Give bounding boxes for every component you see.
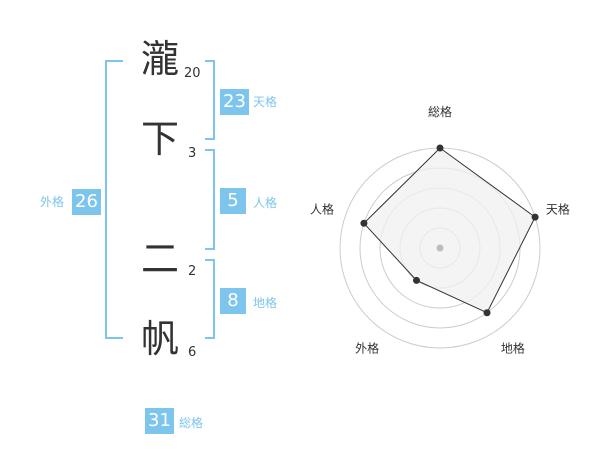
radar-axis-label-5: 人格 bbox=[310, 202, 334, 217]
radar-axis-label-3: 地格 bbox=[501, 340, 525, 355]
radar-point-2 bbox=[531, 213, 539, 221]
chikaku-label: 地格 bbox=[253, 296, 278, 310]
radar-axis-label-1: 総格 bbox=[428, 104, 452, 119]
soukaku-value: 31 bbox=[145, 408, 174, 434]
stroke-count-4: 6 bbox=[188, 345, 197, 360]
name-char-4: 帆 bbox=[140, 317, 179, 361]
gaikaku-value: 26 bbox=[72, 189, 101, 215]
radar-point-4 bbox=[412, 276, 420, 284]
name-char-2: 下 bbox=[140, 117, 179, 161]
tenkaku-value: 23 bbox=[220, 89, 249, 115]
soukaku-label: 総格 bbox=[179, 416, 204, 430]
gaikaku-label: 外格 bbox=[40, 195, 65, 209]
radar-point-5 bbox=[360, 219, 368, 227]
radar-series-area bbox=[363, 147, 536, 314]
radar-axis-label-4: 外格 bbox=[355, 340, 379, 355]
stroke-count-1: 20 bbox=[184, 66, 201, 81]
radar-axis-label-2: 天格 bbox=[546, 202, 570, 217]
radar-point-1 bbox=[436, 144, 444, 152]
tenkaku-label: 天格 bbox=[253, 95, 278, 109]
jinkaku-label: 人格 bbox=[253, 196, 278, 210]
stroke-count-2: 3 bbox=[188, 146, 197, 161]
stroke-count-3: 2 bbox=[188, 264, 197, 279]
radar-center-dot bbox=[436, 244, 444, 252]
name-char-1: 瀧 bbox=[140, 37, 179, 81]
chikaku-value: 8 bbox=[220, 288, 246, 314]
name-char-3: 二 bbox=[140, 237, 179, 281]
jinkaku-value: 5 bbox=[220, 188, 246, 214]
radar-point-3 bbox=[483, 309, 491, 317]
